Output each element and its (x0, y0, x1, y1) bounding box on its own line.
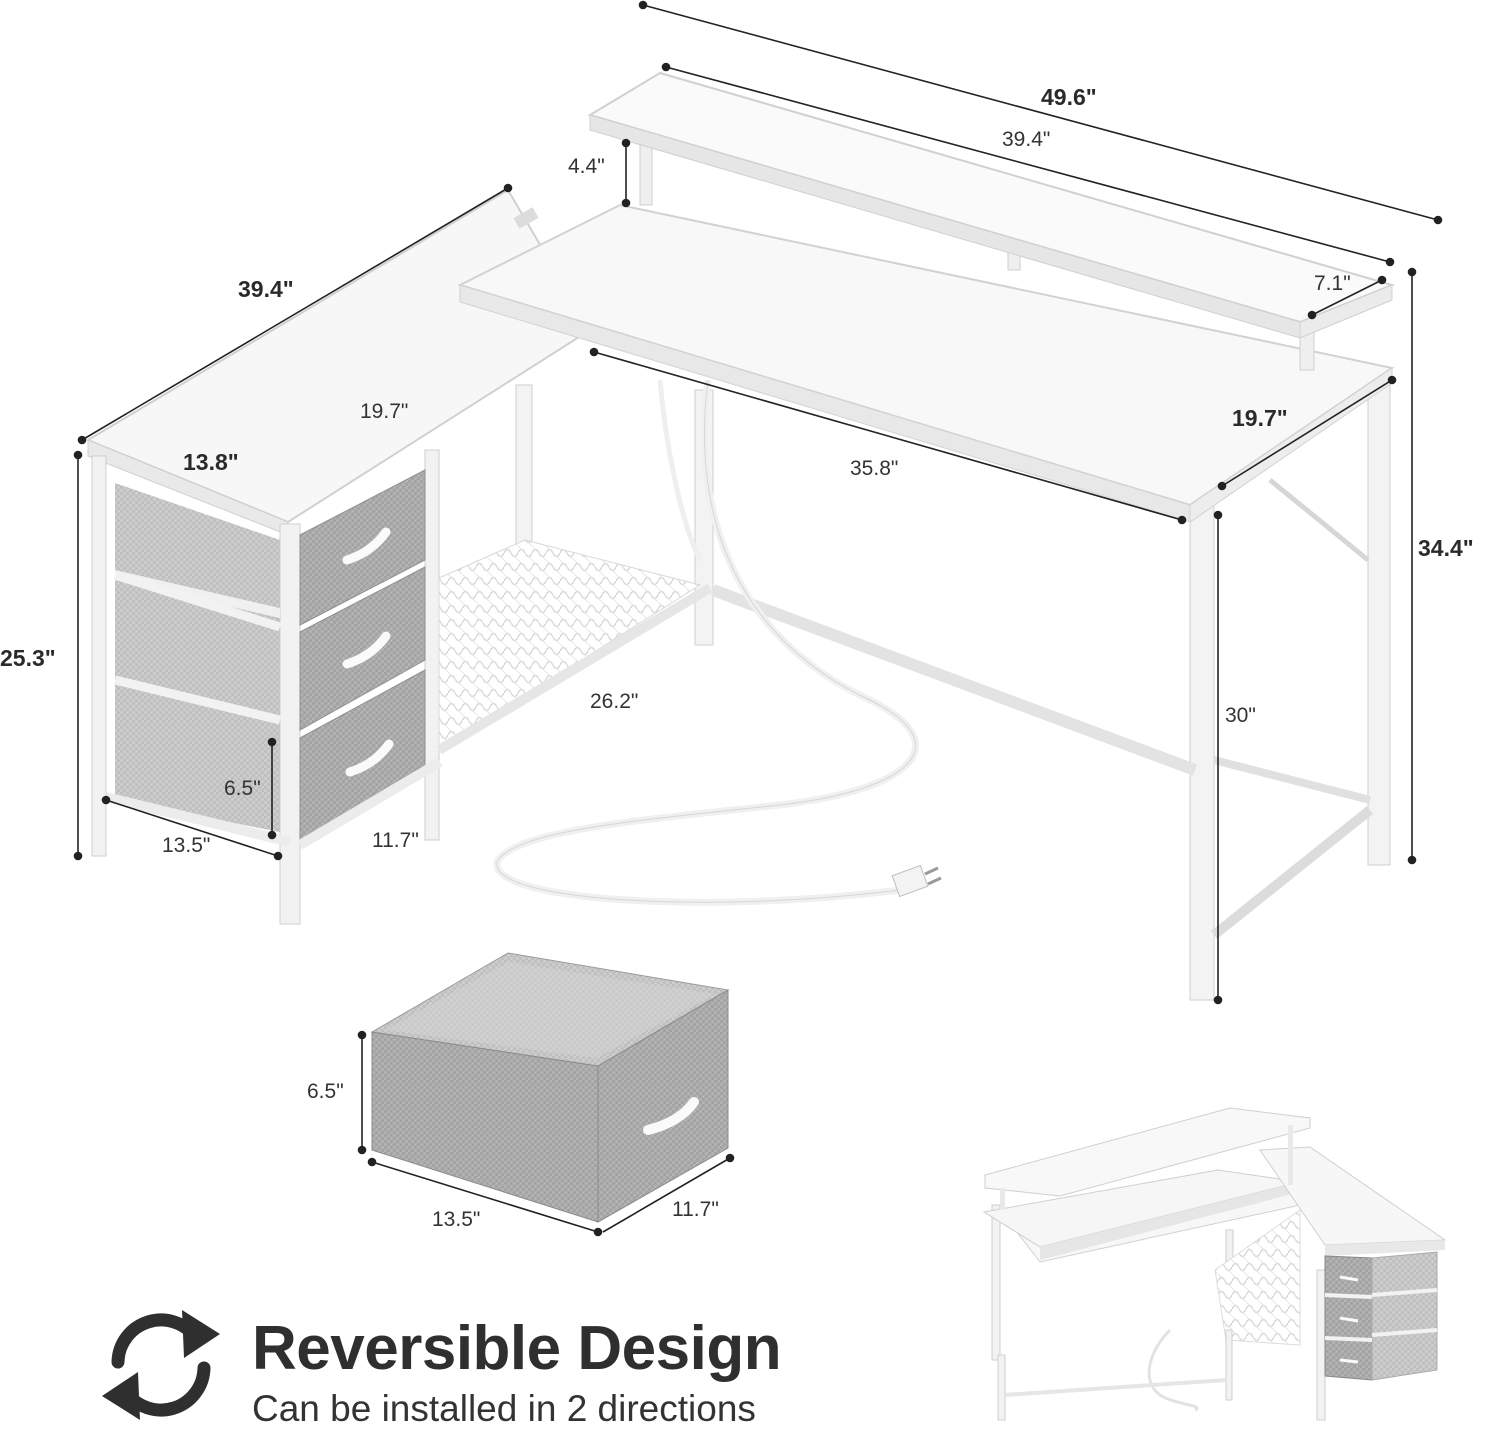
dimension-desk-height: 30" (1225, 704, 1256, 727)
dimension-shelf-length: 26.2" (590, 690, 639, 713)
reverse-arrows-icon (102, 1310, 220, 1420)
dimension-drawer-height-front: 6.5" (224, 777, 261, 800)
dimension-cabinet-side-depth: 11.7" (372, 829, 419, 852)
reversed-desk-thumbnail (982, 1107, 1447, 1421)
dimension-monitor-shelf-depth: 7.1" (1314, 272, 1351, 295)
dimension-main-desk-depth: 19.7" (1232, 405, 1288, 431)
drawer-depth-label: 11.7" (672, 1198, 719, 1221)
dimension-cabinet-depth: 13.8" (183, 449, 239, 475)
dimension-lines (73, 0, 1443, 1005)
dimension-overall-width: 49.6" (1041, 84, 1097, 110)
dimension-cabinet-height: 25.3" (0, 645, 56, 671)
dimension-monitor-shelf-height: 4.4" (568, 155, 605, 178)
dimension-main-inner-length: 35.8" (850, 457, 899, 480)
headline-subtitle: Can be installed in 2 directions (252, 1388, 756, 1429)
drawer-height-label: 6.5" (307, 1080, 344, 1103)
dimension-side-inner-depth: 19.7" (360, 400, 409, 423)
dimension-overall-height: 34.4" (1418, 535, 1474, 561)
dimension-side-length: 39.4" (238, 276, 294, 302)
drawer-detail (357, 952, 735, 1237)
dimension-monitor-shelf-width: 39.4" (1002, 128, 1051, 151)
drawer-width-label: 13.5" (432, 1208, 481, 1231)
headline-title: Reversible Design (252, 1314, 782, 1383)
dimension-cabinet-width-front: 13.5" (162, 834, 211, 857)
l-shaped-desk (85, 71, 1396, 1001)
